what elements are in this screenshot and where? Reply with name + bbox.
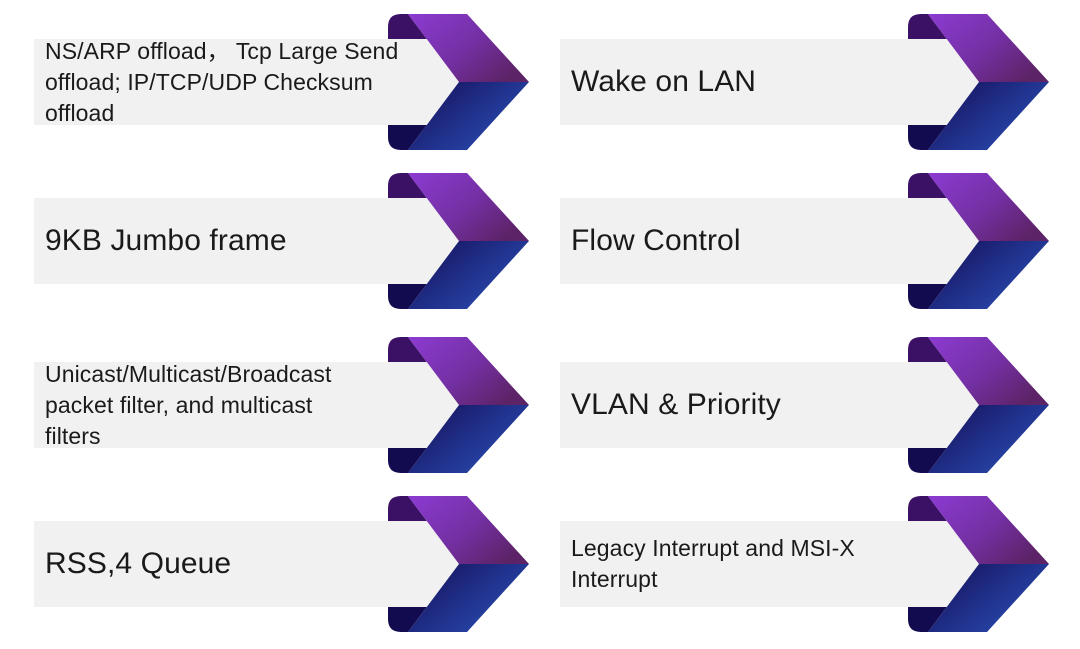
chevron-arrow-icon xyxy=(408,14,529,150)
feature-label-line: offload; IP/TCP/UDP Checksum xyxy=(45,68,373,95)
feature-label-line: 9KB Jumbo frame xyxy=(45,224,287,257)
feature-bar: Legacy Interrupt and MSI-X Interrupt xyxy=(560,521,981,607)
feature-label-line: Interrupt xyxy=(571,566,658,592)
feature-bar: 9KB Jumbo frame xyxy=(34,198,461,284)
feature-bar: RSS,4 Queue xyxy=(34,521,461,607)
feature-label-line: offload xyxy=(45,99,115,126)
feature-label-line: Legacy Interrupt and MSI-X xyxy=(571,535,855,561)
feature-bar: Flow Control xyxy=(560,198,981,284)
chevron-arrow-icon xyxy=(928,496,1049,632)
feature-label-line: VLAN & Priority xyxy=(571,388,781,421)
feature-label-line: filters xyxy=(45,422,101,449)
feature-label-line: packet filter, and multicast xyxy=(45,391,313,418)
feature-label-line: NS/ARP offload， Tcp Large Send xyxy=(45,37,399,64)
feature-label-line: Flow Control xyxy=(571,224,741,257)
feature-bar: VLAN & Priority xyxy=(560,362,981,448)
chevron-arrow-icon xyxy=(928,337,1049,473)
feature-label-line: Wake on LAN xyxy=(571,65,757,98)
feature-bar: Wake on LAN xyxy=(560,39,981,125)
feature-label-line: Unicast/Multicast/Broadcast xyxy=(45,360,332,387)
feature-bar: Unicast/Multicast/Broadcast packet filte… xyxy=(34,360,461,449)
feature-label-line: RSS,4 Queue xyxy=(45,547,232,580)
chevron-arrow-icon xyxy=(408,173,529,309)
chevron-arrow-icon xyxy=(928,14,1049,150)
chevron-arrow-icon xyxy=(408,496,529,632)
feature-bar: NS/ARP offload， Tcp Large Send offload; … xyxy=(34,37,461,126)
chevron-arrow-icon xyxy=(408,337,529,473)
chevron-arrow-icon xyxy=(928,173,1049,309)
